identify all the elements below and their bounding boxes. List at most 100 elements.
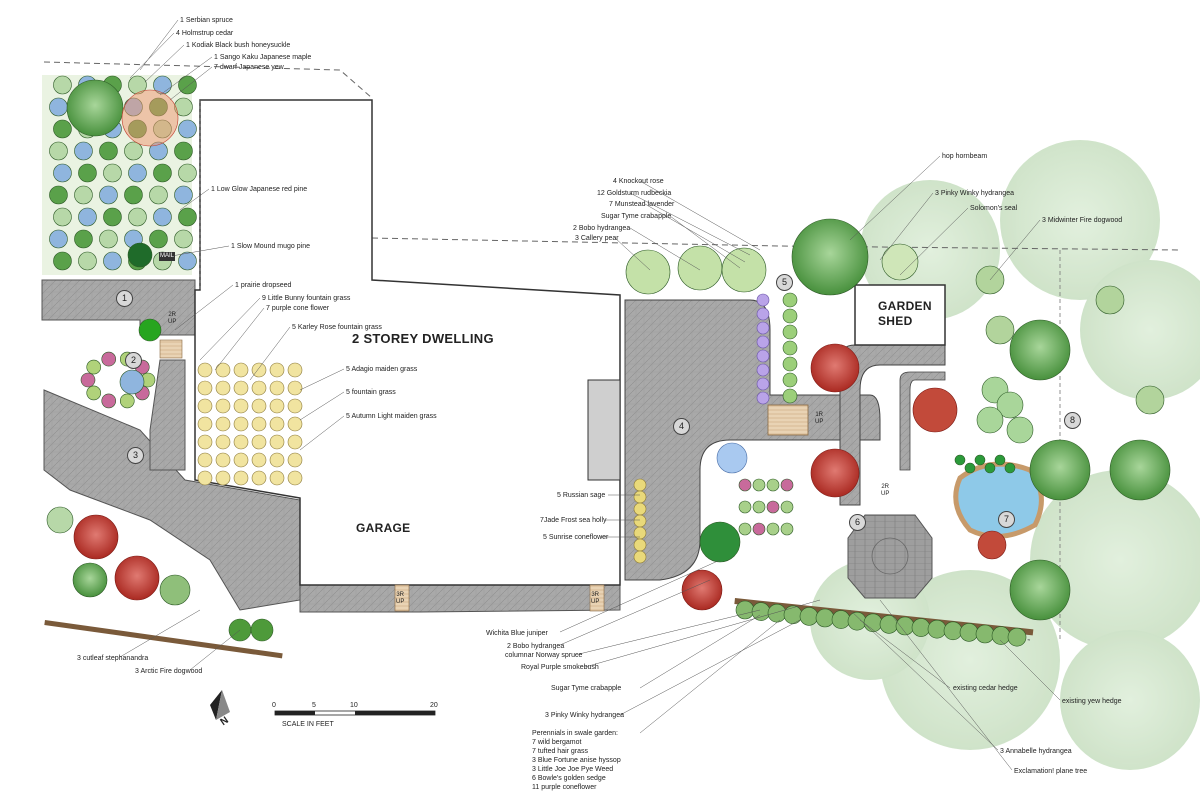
label-sugar-tyme-1: Sugar Tyme crabapple [601,213,672,220]
shrub-symbol [53,119,72,139]
shrub-symbol [49,141,68,161]
leader-line [639,180,761,251]
rear-path-2 [899,371,946,471]
hedge-symbol [863,613,883,633]
sea-holly-symbol [716,442,748,474]
plane-tree-symbol [1029,439,1091,501]
zone-3-marker: 3 [127,447,144,464]
leader-line [129,32,175,79]
leader-line [639,614,761,689]
leader-line [614,237,651,271]
hedge-symbol [735,600,755,620]
shrub-symbol [74,185,93,205]
hedge-symbol [879,615,899,634]
lavender-symbol [756,349,770,363]
leader-line [189,629,241,671]
leader-line [859,619,951,689]
perennials-heading: Perennials in swale garden: [532,730,618,737]
grass-symbol [197,416,213,432]
perennial-symbol [101,393,117,409]
shrub-symbol [74,229,93,249]
shrub-symbol [153,163,172,183]
grass-symbol [215,452,231,468]
shrub-symbol [124,141,143,161]
shrub-symbol [985,315,1015,345]
leader-line [249,326,291,381]
leader-line [629,227,701,271]
midwinter-fire-symbol [912,387,958,433]
label-fountain-grass: 5 fountain grass [346,389,396,396]
leader-line [989,219,1041,281]
grass-symbol [215,434,231,450]
patio [624,299,881,581]
pinky-winky-symbol [976,406,1004,434]
leader-line [299,391,345,421]
swale-perennial-symbol [752,500,766,514]
label-plane-tree: Exclamation! plane tree [1014,768,1088,775]
plane-tree-symbol [1009,559,1071,621]
hedge-symbol [815,608,835,628]
front-walk [41,279,196,336]
shrub-symbol [103,207,122,227]
grass-symbol [251,362,267,378]
perennial-item: 6 Bowle's golden sedge [532,775,606,782]
shrub-symbol [174,141,193,161]
label-knockout-rose: 4 Knockout rose [613,178,664,185]
grass-symbol [233,470,249,486]
rudbeckia-symbol [782,292,798,308]
grass-symbol [269,380,285,396]
label-smokebush: Royal Purple smokebush [521,664,599,671]
shrub-symbol [1135,385,1165,415]
label-low-glow: 1 Low Glow Japanese red pine [211,186,308,193]
coneflower-symbol [633,550,647,564]
label-bobo-1: 2 Bobo hydrangea [573,225,631,232]
hedge-symbol [847,611,867,631]
dogwood-symbol [977,530,1007,560]
coneflower-symbol [633,478,647,492]
swale-perennial-symbol [780,500,794,514]
gazebo [847,514,933,599]
swale-perennial-symbol [738,500,752,514]
grass-symbol [197,362,213,378]
solomons-seal-symbol [964,462,976,474]
rudbeckia-symbol [782,340,798,356]
zone-4-marker: 4 [673,418,690,435]
label-purple-cone: 7 purple cone flower [266,305,330,312]
leader-line [629,192,751,256]
grass-symbol [251,452,267,468]
grass-symbol [251,416,267,432]
perennial-item: 11 purple coneflower [532,784,597,791]
leader-line [669,215,741,269]
grass-symbol [269,470,285,486]
crabapple-symbol [625,249,671,295]
label-sango-kaku: 1 Sango Kaku Japanese maple [214,54,312,61]
lavender-symbol [756,307,770,321]
rudbeckia-symbol [782,356,798,372]
step-pad-1 [159,339,183,359]
grass-symbol [287,398,303,414]
pinky-winky-symbol [996,391,1024,419]
label-kodiak: 1 Kodiak Black bush honeysuckle [186,42,291,49]
hedge-symbol [783,605,803,625]
lavender-symbol [756,321,770,335]
label-goldsturm: 12 Goldsturm rudbeckia [597,190,672,197]
label-wichita: Wichita Blue juniper [486,630,548,637]
grass-symbol [287,362,303,378]
grass-symbol [287,434,303,450]
shrub-symbol [149,229,168,249]
crabapple-symbol [677,245,723,291]
label-midwinter-fire: 3 Midwinter Fire dogwood [1042,217,1123,224]
perennial-symbol [101,351,117,367]
leader-line [619,619,801,716]
grass-symbol [287,380,303,396]
swale-perennial-symbol [738,478,752,492]
label-autumn-light: 5 Autumn Light maiden grass [346,413,437,420]
label-hop-hornbeam: hop hornbeam [942,153,988,160]
leader-line [159,56,213,96]
scale-tick-20: 20 [430,702,438,709]
label-stephanandra: 3 cutleaf stephanandra [77,655,149,662]
shrub-symbol [178,163,197,183]
perennial-item: 7 wild bergamot [532,739,582,746]
